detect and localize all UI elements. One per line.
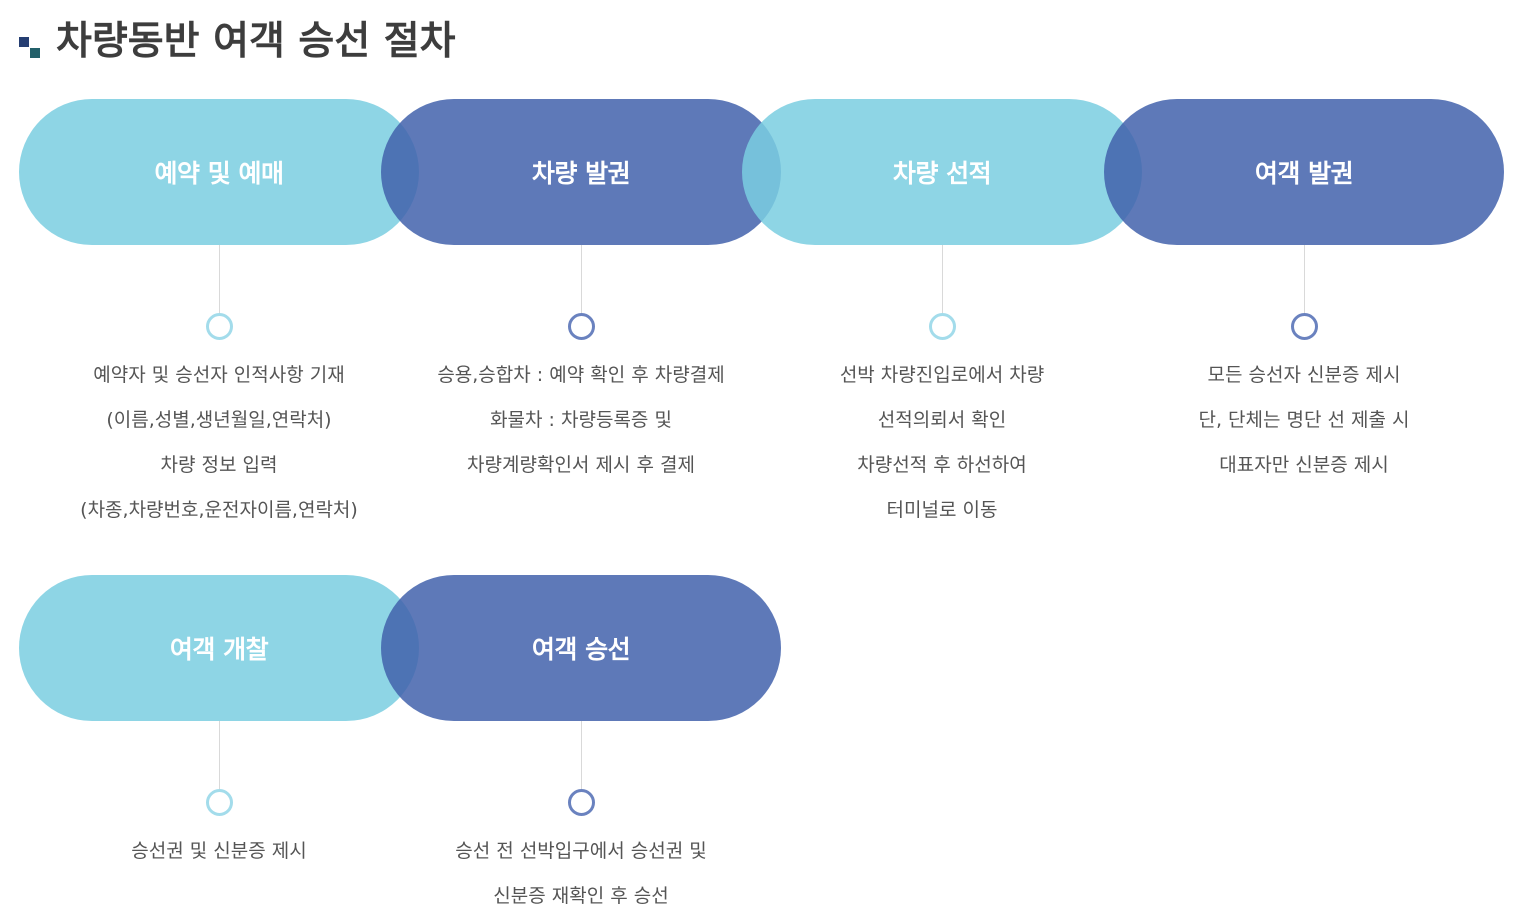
page-title: 차량동반 여객 승선 절차 [56,19,456,64]
step-label: 여객 발권 [1254,159,1354,188]
step-pill[interactable]: 여객 승선 [381,575,781,721]
connector-line [219,721,220,789]
step-pill[interactable]: 차량 발권 [381,99,781,245]
description-line: (차종,차량번호,운전자이름,연락처) [80,499,358,521]
step-label: 여객 승선 [531,635,631,664]
description-line: 차량계량확인서 제시 후 결제 [467,454,695,476]
step-label: 예약 및 예매 [154,159,284,188]
description-line: 화물차 : 차량등록증 및 [490,409,672,431]
step-description: 선박 차량진입로에서 차량 선적의뢰서 확인 차량선적 후 하선하여 터미널로 … [722,353,1162,533]
bullet-square-teal-icon [30,48,40,58]
step-node-ring-icon [568,313,595,340]
description-line: 선박 차량진입로에서 차량 [839,364,1045,386]
description-line: 승용,승합차 : 예약 확인 후 차량결제 [437,364,725,386]
step-label: 여객 개찰 [169,635,269,664]
bullet-square-dark-icon [19,37,29,47]
connector-line [1304,245,1305,313]
step-node-ring-icon [929,313,956,340]
description-line: 선적의뢰서 확인 [877,409,1007,431]
description-line: 승선권 및 신분증 제시 [131,840,307,862]
step-label: 차량 발권 [531,159,631,188]
step-label: 차량 선적 [892,159,992,188]
description-line: (이름,성별,생년월일,연락처) [106,409,332,431]
description-line: 차량 정보 입력 [160,454,278,476]
step-pill[interactable]: 여객 개찰 [19,575,419,721]
description-line: 신분증 재확인 후 승선 [493,885,669,907]
step-node-ring-icon [206,789,233,816]
connector-line [581,721,582,789]
step-pill[interactable]: 차량 선적 [742,99,1142,245]
description-line: 예약자 및 승선자 인적사항 기재 [93,364,345,386]
step-description: 승용,승합차 : 예약 확인 후 차량결제 화물차 : 차량등록증 및 차량계량… [361,353,801,488]
description-line: 승선 전 선박입구에서 승선권 및 [455,840,707,862]
step-description: 승선 전 선박입구에서 승선권 및 신분증 재확인 후 승선 [361,829,801,919]
step-node-ring-icon [1291,313,1318,340]
connector-line [581,245,582,313]
description-line: 차량선적 후 하선하여 [857,454,1027,476]
connector-line [219,245,220,313]
step-node-ring-icon [206,313,233,340]
description-line: 단, 단체는 명단 선 제출 시 [1198,409,1410,431]
step-description: 모든 승선자 신분증 제시 단, 단체는 명단 선 제출 시 대표자만 신분증 … [1084,353,1524,488]
step-node-ring-icon [568,789,595,816]
step-pill[interactable]: 여객 발권 [1104,99,1504,245]
description-line: 터미널로 이동 [886,499,998,521]
step-description: 예약자 및 승선자 인적사항 기재 (이름,성별,생년월일,연락처) 차량 정보… [0,353,439,533]
description-line: 대표자만 신분증 제시 [1219,454,1389,476]
description-line: 모든 승선자 신분증 제시 [1207,364,1401,386]
page-header: 차량동반 여객 승선 절차 [18,14,456,70]
bullet-squares-icon [18,30,42,58]
connector-line [942,245,943,313]
step-description: 승선권 및 신분증 제시 [0,829,439,874]
step-pill[interactable]: 예약 및 예매 [19,99,419,245]
